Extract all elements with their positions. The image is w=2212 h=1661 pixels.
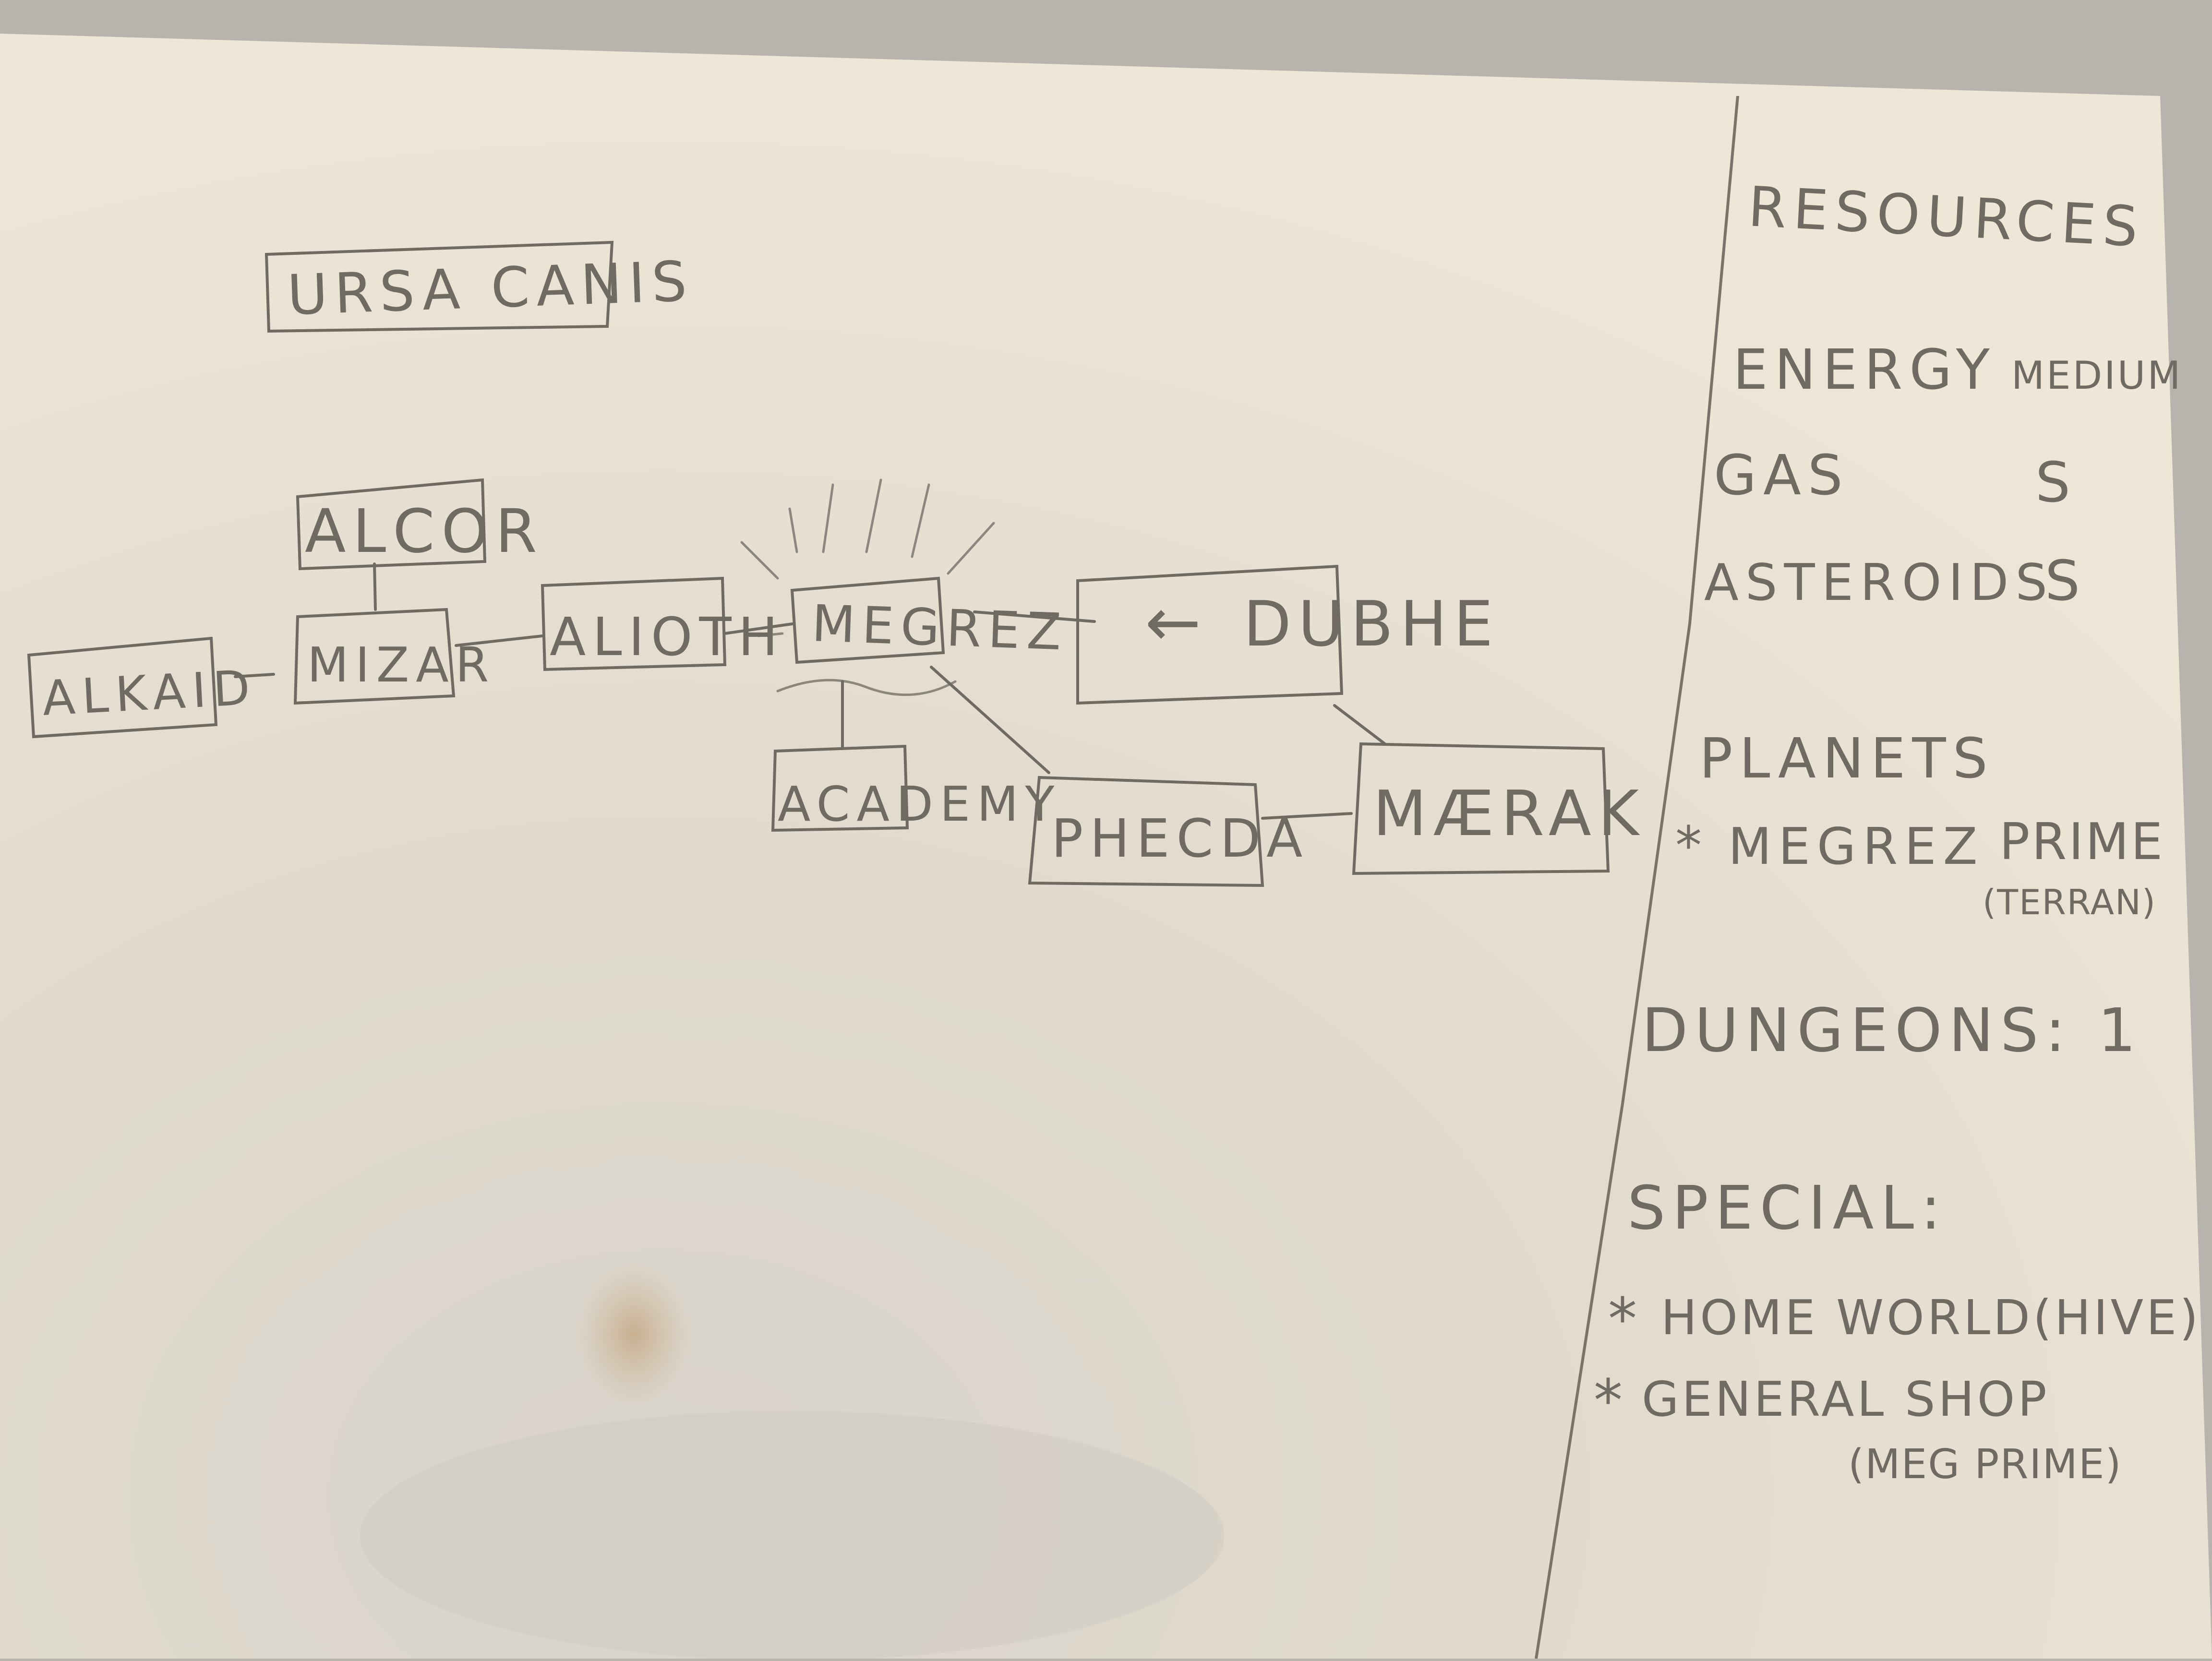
node-label-mizar: MIZAR: [307, 637, 495, 693]
dungeons-count: DUNGEONS: 1: [1642, 996, 2143, 1065]
node-label-megrez: MEGREZ: [811, 594, 1069, 662]
edge-mizar-alioth: [455, 634, 544, 647]
title-box: [264, 240, 614, 333]
node-box-megrez: [790, 576, 945, 664]
node-label-dubhe: DUBHE: [1243, 587, 1500, 660]
edge-dubhe-merak: [1333, 704, 1386, 745]
resource-asteroids-name: ASTEROIDS: [1704, 553, 2054, 612]
node-box-dubhe: [1076, 564, 1344, 705]
planet-value: PRIME: [1999, 813, 2164, 871]
node-box-alcor: [296, 478, 487, 571]
resource-asteroids-value: S: [2045, 549, 2087, 613]
edge-megrez-dubhe: [973, 610, 1096, 623]
planet-note: (TERRAN): [1983, 882, 2156, 922]
node-box-mizar: [293, 608, 456, 705]
node-label-alioth: ALIOTH: [550, 606, 784, 668]
node-label-merak: MÆRAK: [1373, 777, 1646, 850]
planet-name: MEGREZ: [1728, 817, 1984, 876]
resource-energy-name: ENERGY: [1733, 338, 1996, 402]
node-box-alkaid: [27, 636, 218, 739]
megrez-highlight-rays: [740, 478, 995, 696]
edge-alcor-mizar: [373, 562, 377, 611]
dubhe-arrow: ←: [1145, 584, 1208, 662]
paper-shadow: [360, 1411, 1224, 1661]
special-heading: SPECIAL:: [1627, 1173, 1948, 1243]
node-box-merak: [1352, 742, 1610, 875]
paper-sheet: [0, 34, 2212, 1659]
edge-alioth-megrez: [723, 622, 793, 635]
node-box-academy: [771, 744, 909, 832]
node-box-alioth: [541, 576, 727, 671]
margin-line: [1535, 96, 1739, 1659]
resource-gas-value: S: [2035, 451, 2077, 515]
diagram-title: URSA CANIS: [286, 250, 695, 328]
node-label-alkaid: ALKAID: [41, 659, 258, 727]
special-item-general-shop: GENERAL SHOP: [1642, 1371, 2050, 1427]
special-item-bullet-1: *: [1608, 1286, 1644, 1353]
special-item-note: (MEG PRIME): [1848, 1441, 2122, 1488]
node-label-phecda: PHECDA: [1051, 808, 1309, 869]
paper-stain: [576, 1262, 691, 1406]
special-item-homeworld: HOME WORLD(HIVE): [1661, 1290, 2201, 1346]
node-label-academy: ACADEMY: [778, 776, 1061, 832]
planet-bullet: *: [1675, 815, 1708, 876]
resource-gas-name: GAS: [1714, 443, 1850, 508]
node-label-alcor: ALCOR: [305, 497, 544, 566]
resource-energy-value: MEDIUM: [2011, 353, 2182, 398]
special-item-bullet-2: *: [1594, 1368, 1629, 1434]
planets-heading: PLANETS: [1699, 727, 1995, 791]
edge-phecda-merak: [1261, 812, 1353, 820]
edge-alkaid-mizar: [234, 673, 275, 678]
node-box-phecda: [1028, 776, 1264, 887]
